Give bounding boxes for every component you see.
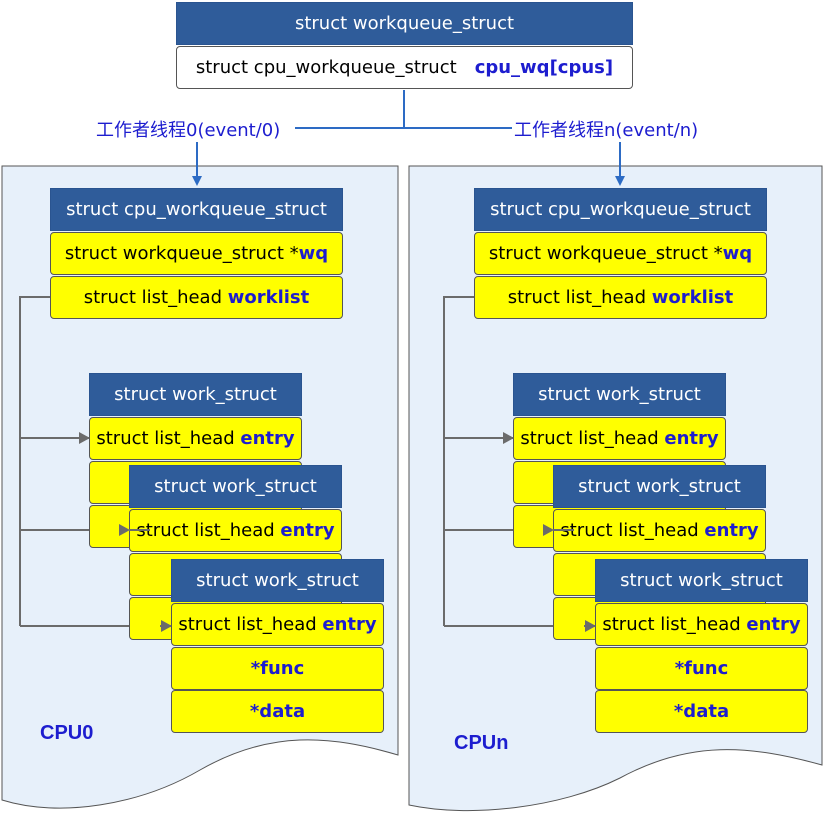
cpu0-worklist-name: worklist (227, 287, 310, 308)
cpun-cwq-header: struct cpu_workqueue_struct (474, 188, 767, 231)
cpu0-work3-data: *data (171, 690, 384, 733)
cpun-work3-data: *data (595, 690, 808, 733)
cpun-worklist-type: struct list_head (507, 287, 652, 308)
cpun-worklist-field: struct list_head worklist (474, 276, 767, 319)
cpu0-work2-entry-type: struct list_head (136, 520, 281, 541)
cpun-wq-name: wq (722, 243, 753, 264)
cpu0-cwq-title: struct cpu_workqueue_struct (66, 199, 327, 220)
worker-connectors (192, 90, 625, 186)
cpun-work2-header: struct work_struct (553, 465, 766, 508)
cpu0-work3-title: struct work_struct (196, 570, 359, 591)
cpun-work2-entry-type: struct list_head (560, 520, 705, 541)
cpun-work2-entry: struct list_head entry (553, 509, 766, 552)
cpu-wq-field: struct cpu_workqueue_struct cpu_wq[cpus] (176, 46, 633, 89)
cpun-work3-entry: struct list_head entry (595, 603, 808, 646)
cpun-work1-entry-name: entry (664, 428, 719, 449)
cpu0-work3-func-name: *func (250, 658, 305, 679)
cpu0-work1-entry-type: struct list_head (96, 428, 241, 449)
cpu0-work3-data-name: *data (249, 701, 306, 722)
worker-label-0: 工作者线程0(event/0) (94, 116, 283, 142)
cpu0-work3-header: struct work_struct (171, 559, 384, 602)
cpu0-work1-entry: struct list_head entry (89, 417, 302, 460)
workqueue-struct-title: struct workqueue_struct (294, 13, 515, 34)
cpun-work3-func: *func (595, 647, 808, 690)
cpu0-work2-entry-name: entry (280, 520, 335, 541)
cpun-work2-entry-name: entry (704, 520, 759, 541)
cpu0-work1-header: struct work_struct (89, 373, 302, 416)
cpu0-work2-entry: struct list_head entry (129, 509, 342, 552)
cpun-work2-title: struct work_struct (578, 476, 741, 497)
cpun-worklist-name: worklist (651, 287, 734, 308)
cpu-wq-name: cpu_wq[cpus] (474, 57, 614, 78)
cpu0-wq-name: wq (298, 243, 329, 264)
cpun-label: CPUn (454, 732, 509, 754)
cpu0-worklist-field: struct list_head worklist (50, 276, 343, 319)
cpun-work3-title: struct work_struct (620, 570, 783, 591)
cpun-work3-func-name: *func (674, 658, 729, 679)
cpu-wq-type: struct cpu_workqueue_struct (195, 57, 457, 78)
cpu0-work3-func: *func (171, 647, 384, 690)
cpun-cwq-title: struct cpu_workqueue_struct (490, 199, 751, 220)
cpu0-worklist-type: struct list_head (83, 287, 228, 308)
cpun-work3-entry-name: entry (746, 614, 801, 635)
cpun-work1-entry-type: struct list_head (520, 428, 665, 449)
cpu0-work3-entry-type: struct list_head (178, 614, 323, 635)
cpu0-wq-type: struct workqueue_struct * (64, 243, 299, 264)
cpu0-wq-field: struct workqueue_struct *wq (50, 232, 343, 275)
cpun-work1-entry: struct list_head entry (513, 417, 726, 460)
cpun-work3-header: struct work_struct (595, 559, 808, 602)
cpun-wq-field: struct workqueue_struct *wq (474, 232, 767, 275)
workqueue-struct-header: struct workqueue_struct (176, 2, 633, 45)
cpun-work1-header: struct work_struct (513, 373, 726, 416)
cpu0-cwq-header: struct cpu_workqueue_struct (50, 188, 343, 231)
cpu0-work1-title: struct work_struct (114, 384, 277, 405)
cpu0-work2-title: struct work_struct (154, 476, 317, 497)
cpu0-work1-entry-name: entry (240, 428, 295, 449)
cpu0-work3-entry-name: entry (322, 614, 377, 635)
cpun-work3-data-name: *data (673, 701, 730, 722)
cpu0-work3-entry: struct list_head entry (171, 603, 384, 646)
cpun-work3-entry-type: struct list_head (602, 614, 747, 635)
cpu0-work2-header: struct work_struct (129, 465, 342, 508)
cpun-work1-title: struct work_struct (538, 384, 701, 405)
worker-label-n: 工作者线程n(event/n) (512, 116, 701, 142)
cpun-wq-type: struct workqueue_struct * (488, 243, 723, 264)
cpu0-label: CPU0 (40, 722, 94, 744)
